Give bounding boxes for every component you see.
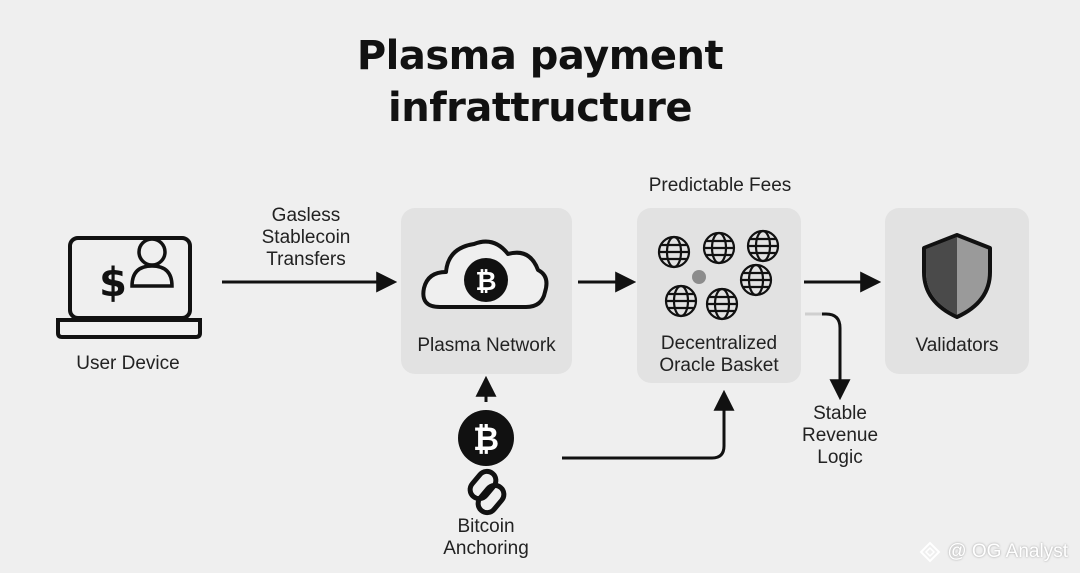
stable-revenue-line-3: Logic bbox=[817, 447, 863, 468]
title-line-2: infrattructure bbox=[388, 85, 692, 131]
laptop-dollar-user-icon: $ bbox=[56, 236, 202, 339]
page-title: Plasma payment infrattructure bbox=[0, 30, 1080, 134]
gasless-line-1: Gasless bbox=[271, 205, 341, 226]
predictable-fees-label: Predictable Fees bbox=[648, 175, 792, 196]
svg-text:$: $ bbox=[99, 260, 127, 306]
gasless-line-2: Stablecoin bbox=[261, 227, 351, 248]
stable-revenue-line-1: Stable bbox=[813, 403, 867, 424]
bitcoin-anchoring-line-1: Bitcoin bbox=[457, 516, 515, 537]
user-device-label: User Device bbox=[76, 353, 180, 374]
gasless-line-3: Transfers bbox=[266, 249, 346, 270]
title-line-1: Plasma payment bbox=[356, 33, 724, 79]
oracle-basket-label: Decentralized Oracle Basket bbox=[637, 333, 801, 377]
gasless-transfers-label: Gasless Stablecoin Transfers bbox=[236, 205, 376, 271]
bitcoin-anchoring-line-2: Anchoring bbox=[443, 538, 529, 559]
arrow-oracle-to-stable-revenue bbox=[805, 312, 851, 401]
bitcoin-icon: ₿ bbox=[458, 410, 514, 466]
stable-revenue-line-2: Revenue bbox=[801, 425, 879, 446]
watermark-text: @ OG Analyst bbox=[947, 541, 1068, 562]
validators-label: Validators bbox=[915, 335, 999, 356]
chain-link-icon bbox=[467, 468, 507, 516]
svg-text:₿: ₿ bbox=[473, 420, 499, 458]
plasma-network-label: Plasma Network bbox=[417, 335, 556, 356]
watermark-logo-icon bbox=[919, 541, 941, 563]
stable-revenue-label: Stable Revenue Logic bbox=[790, 403, 890, 469]
arrow-bitcoin-to-oracle bbox=[562, 389, 735, 460]
bitcoin-anchoring-label: Bitcoin Anchoring bbox=[426, 516, 546, 560]
oracle-basket-line-1: Decentralized bbox=[660, 333, 778, 354]
watermark: @ OG Analyst bbox=[919, 541, 1068, 563]
oracle-basket-line-2: Oracle Basket bbox=[659, 355, 779, 376]
